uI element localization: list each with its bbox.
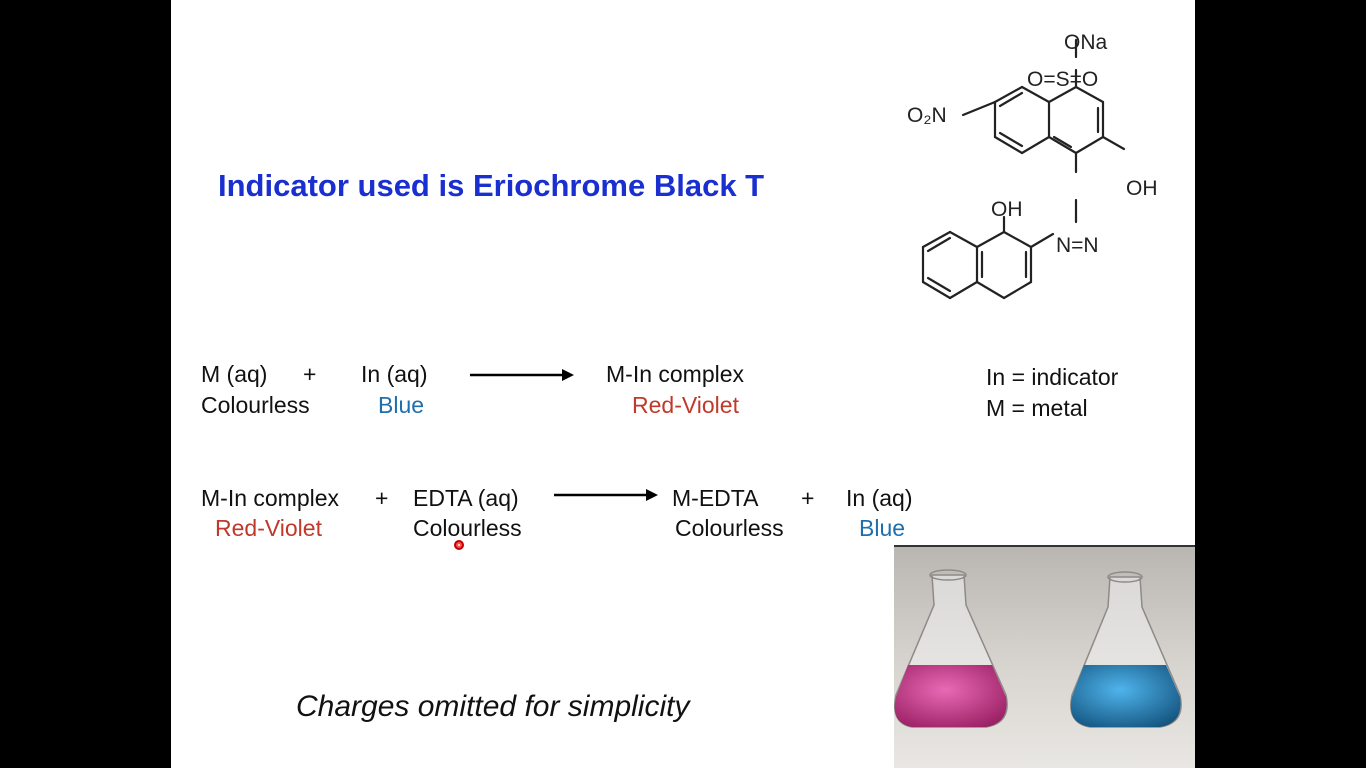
eq1-reaction-arrow: [470, 369, 574, 381]
eq2-product-indicator: In (aq): [846, 485, 913, 511]
eq2-reactant-edta: EDTA (aq): [413, 485, 519, 511]
oh-left-label: OH: [991, 198, 1023, 221]
magenta-flask: [894, 569, 1008, 728]
eq2-color-colourless-medta: Colourless: [675, 515, 784, 541]
note-text: Charges omitted for simplicity: [296, 690, 690, 723]
eq1-color-red-violet: Red-Violet: [632, 392, 739, 418]
legend-metal: M = metal: [986, 395, 1088, 421]
eq1-reactant-metal: M (aq): [201, 361, 268, 387]
flasks-photo: [894, 545, 1195, 768]
azo-label: N=N: [1056, 234, 1099, 257]
slide: Indicator used is Eriochrome Black T: [171, 0, 1195, 768]
eq2-plus-1: +: [375, 485, 389, 511]
ona-label: ONa: [1064, 31, 1108, 54]
eq2-color-colourless-edta: Colourless: [413, 515, 522, 541]
eq2-reactant-complex: M-In complex: [201, 485, 340, 511]
eq1-color-blue: Blue: [378, 392, 425, 418]
eq2-color-blue: Blue: [859, 515, 906, 541]
blue-flask: [1070, 571, 1182, 728]
eq1-reactant-indicator: In (aq): [361, 361, 428, 387]
laser-pointer: [454, 540, 464, 550]
eq2-color-red-violet: Red-Violet: [215, 515, 322, 541]
eq1-plus: +: [303, 361, 317, 387]
eq1-color-colourless: Colourless: [201, 392, 310, 418]
legend-indicator: In = indicator: [986, 364, 1119, 390]
nitro-label: O₂N: [907, 104, 947, 127]
oh-right-label: OH: [1126, 177, 1158, 200]
slide-title: Indicator used is Eriochrome Black T: [218, 168, 765, 203]
eq2-product-medta: M-EDTA: [672, 485, 759, 511]
sulfonyl-label: O=S=O: [1027, 68, 1098, 91]
eq2-plus-2: +: [801, 485, 815, 511]
eriochrome-black-t-structure: ONa O=S=O O₂N OH OH N=N: [907, 31, 1158, 300]
eq2-reaction-arrow: [554, 489, 658, 501]
eq1-product-complex: M-In complex: [606, 361, 745, 387]
